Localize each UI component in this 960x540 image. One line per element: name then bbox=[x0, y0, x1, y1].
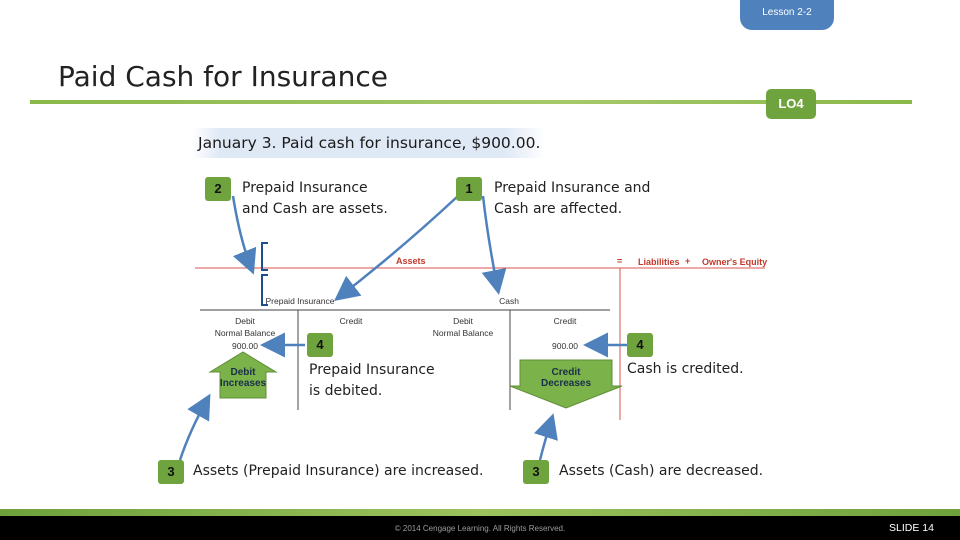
step-4-credit-text: Cash is credited. bbox=[627, 361, 744, 377]
step-3-credit-number: 3 bbox=[523, 460, 549, 484]
prepaid-debit-label: Debit bbox=[235, 316, 255, 326]
cash-account-name: Cash bbox=[499, 296, 519, 306]
cash-credit-label: Credit bbox=[553, 316, 577, 326]
assets-heading: Assets bbox=[396, 256, 426, 266]
debit-increases-text: Debit Increases bbox=[216, 367, 270, 389]
prepaid-normal-balance: Normal Balance bbox=[214, 328, 276, 338]
step3-pointer-debit bbox=[178, 393, 211, 461]
slide-number: SLIDE 14 bbox=[889, 522, 934, 534]
prepaid-amount: 900.00 bbox=[232, 341, 258, 351]
assets-bracket bbox=[261, 242, 268, 271]
copyright-notice: © 2014 Cengage Learning. All Rights Rese… bbox=[394, 524, 566, 533]
step-3-credit-text: Assets (Cash) are decreased. bbox=[559, 463, 764, 479]
equals-sign: = bbox=[617, 256, 623, 266]
step-1-number: 1 bbox=[456, 177, 482, 201]
prepaid-credit-label: Credit bbox=[339, 316, 363, 326]
lesson-tab: Lesson 2-2 bbox=[740, 0, 834, 30]
step-2-number: 2 bbox=[205, 177, 231, 201]
transaction-description: January 3. Paid cash for insurance, $900… bbox=[192, 128, 547, 158]
credit-decreases-line1: Credit bbox=[551, 367, 581, 378]
debit-increases-line2: Increases bbox=[219, 378, 267, 389]
step-4-credit-number: 4 bbox=[627, 333, 653, 357]
step-3-debit-text: Assets (Prepaid Insurance) are increased… bbox=[193, 463, 484, 479]
slide-title: Paid Cash for Insurance bbox=[58, 60, 388, 93]
footer-band bbox=[0, 509, 960, 516]
cash-amount: 900.00 bbox=[552, 341, 578, 351]
debit-increases-arrow bbox=[208, 351, 278, 399]
step-3-debit-number: 3 bbox=[158, 460, 184, 484]
step2-pointer bbox=[231, 195, 257, 275]
step-4-debit-number: 4 bbox=[307, 333, 333, 357]
step-1-line2: Cash are affected. bbox=[494, 201, 623, 217]
credit-decreases-arrow bbox=[509, 359, 623, 409]
step-4-debit-text: Prepaid Insurance is debited. bbox=[309, 360, 435, 402]
cash-normal-balance: Normal Balance bbox=[432, 328, 494, 338]
title-divider bbox=[30, 100, 912, 104]
debit-increases-line1: Debit bbox=[230, 367, 256, 378]
credit-decreases-text: Credit Decreases bbox=[536, 367, 596, 389]
prepaid-insurance-account-name: Prepaid Insurance bbox=[265, 296, 335, 306]
step-1-line1: Prepaid Insurance and bbox=[494, 180, 651, 196]
liabilities-heading: Liabilities bbox=[638, 257, 680, 267]
owners-equity-heading: Owner's Equity bbox=[702, 257, 768, 267]
step-4-debit-line1: Prepaid Insurance bbox=[309, 362, 435, 378]
step-4-debit-line2: is debited. bbox=[309, 383, 383, 399]
step-2-line1: Prepaid Insurance bbox=[242, 180, 368, 196]
step-1-text: Prepaid Insurance and Cash are affected. bbox=[494, 178, 650, 220]
plus-sign: + bbox=[685, 256, 691, 266]
credit-decreases-line2: Decreases bbox=[540, 378, 592, 389]
step1-pointer-prepaid bbox=[334, 195, 459, 302]
footer-bar bbox=[0, 516, 960, 540]
step1-pointer-cash bbox=[481, 195, 507, 295]
accounts-bracket bbox=[261, 274, 268, 306]
step-2-text: Prepaid Insurance and Cash are assets. bbox=[242, 178, 388, 220]
cash-debit-label: Debit bbox=[453, 316, 473, 326]
step3-pointer-credit bbox=[534, 413, 558, 461]
learning-objective-badge: LO4 bbox=[766, 89, 816, 119]
step-2-line2: and Cash are assets. bbox=[242, 201, 388, 217]
